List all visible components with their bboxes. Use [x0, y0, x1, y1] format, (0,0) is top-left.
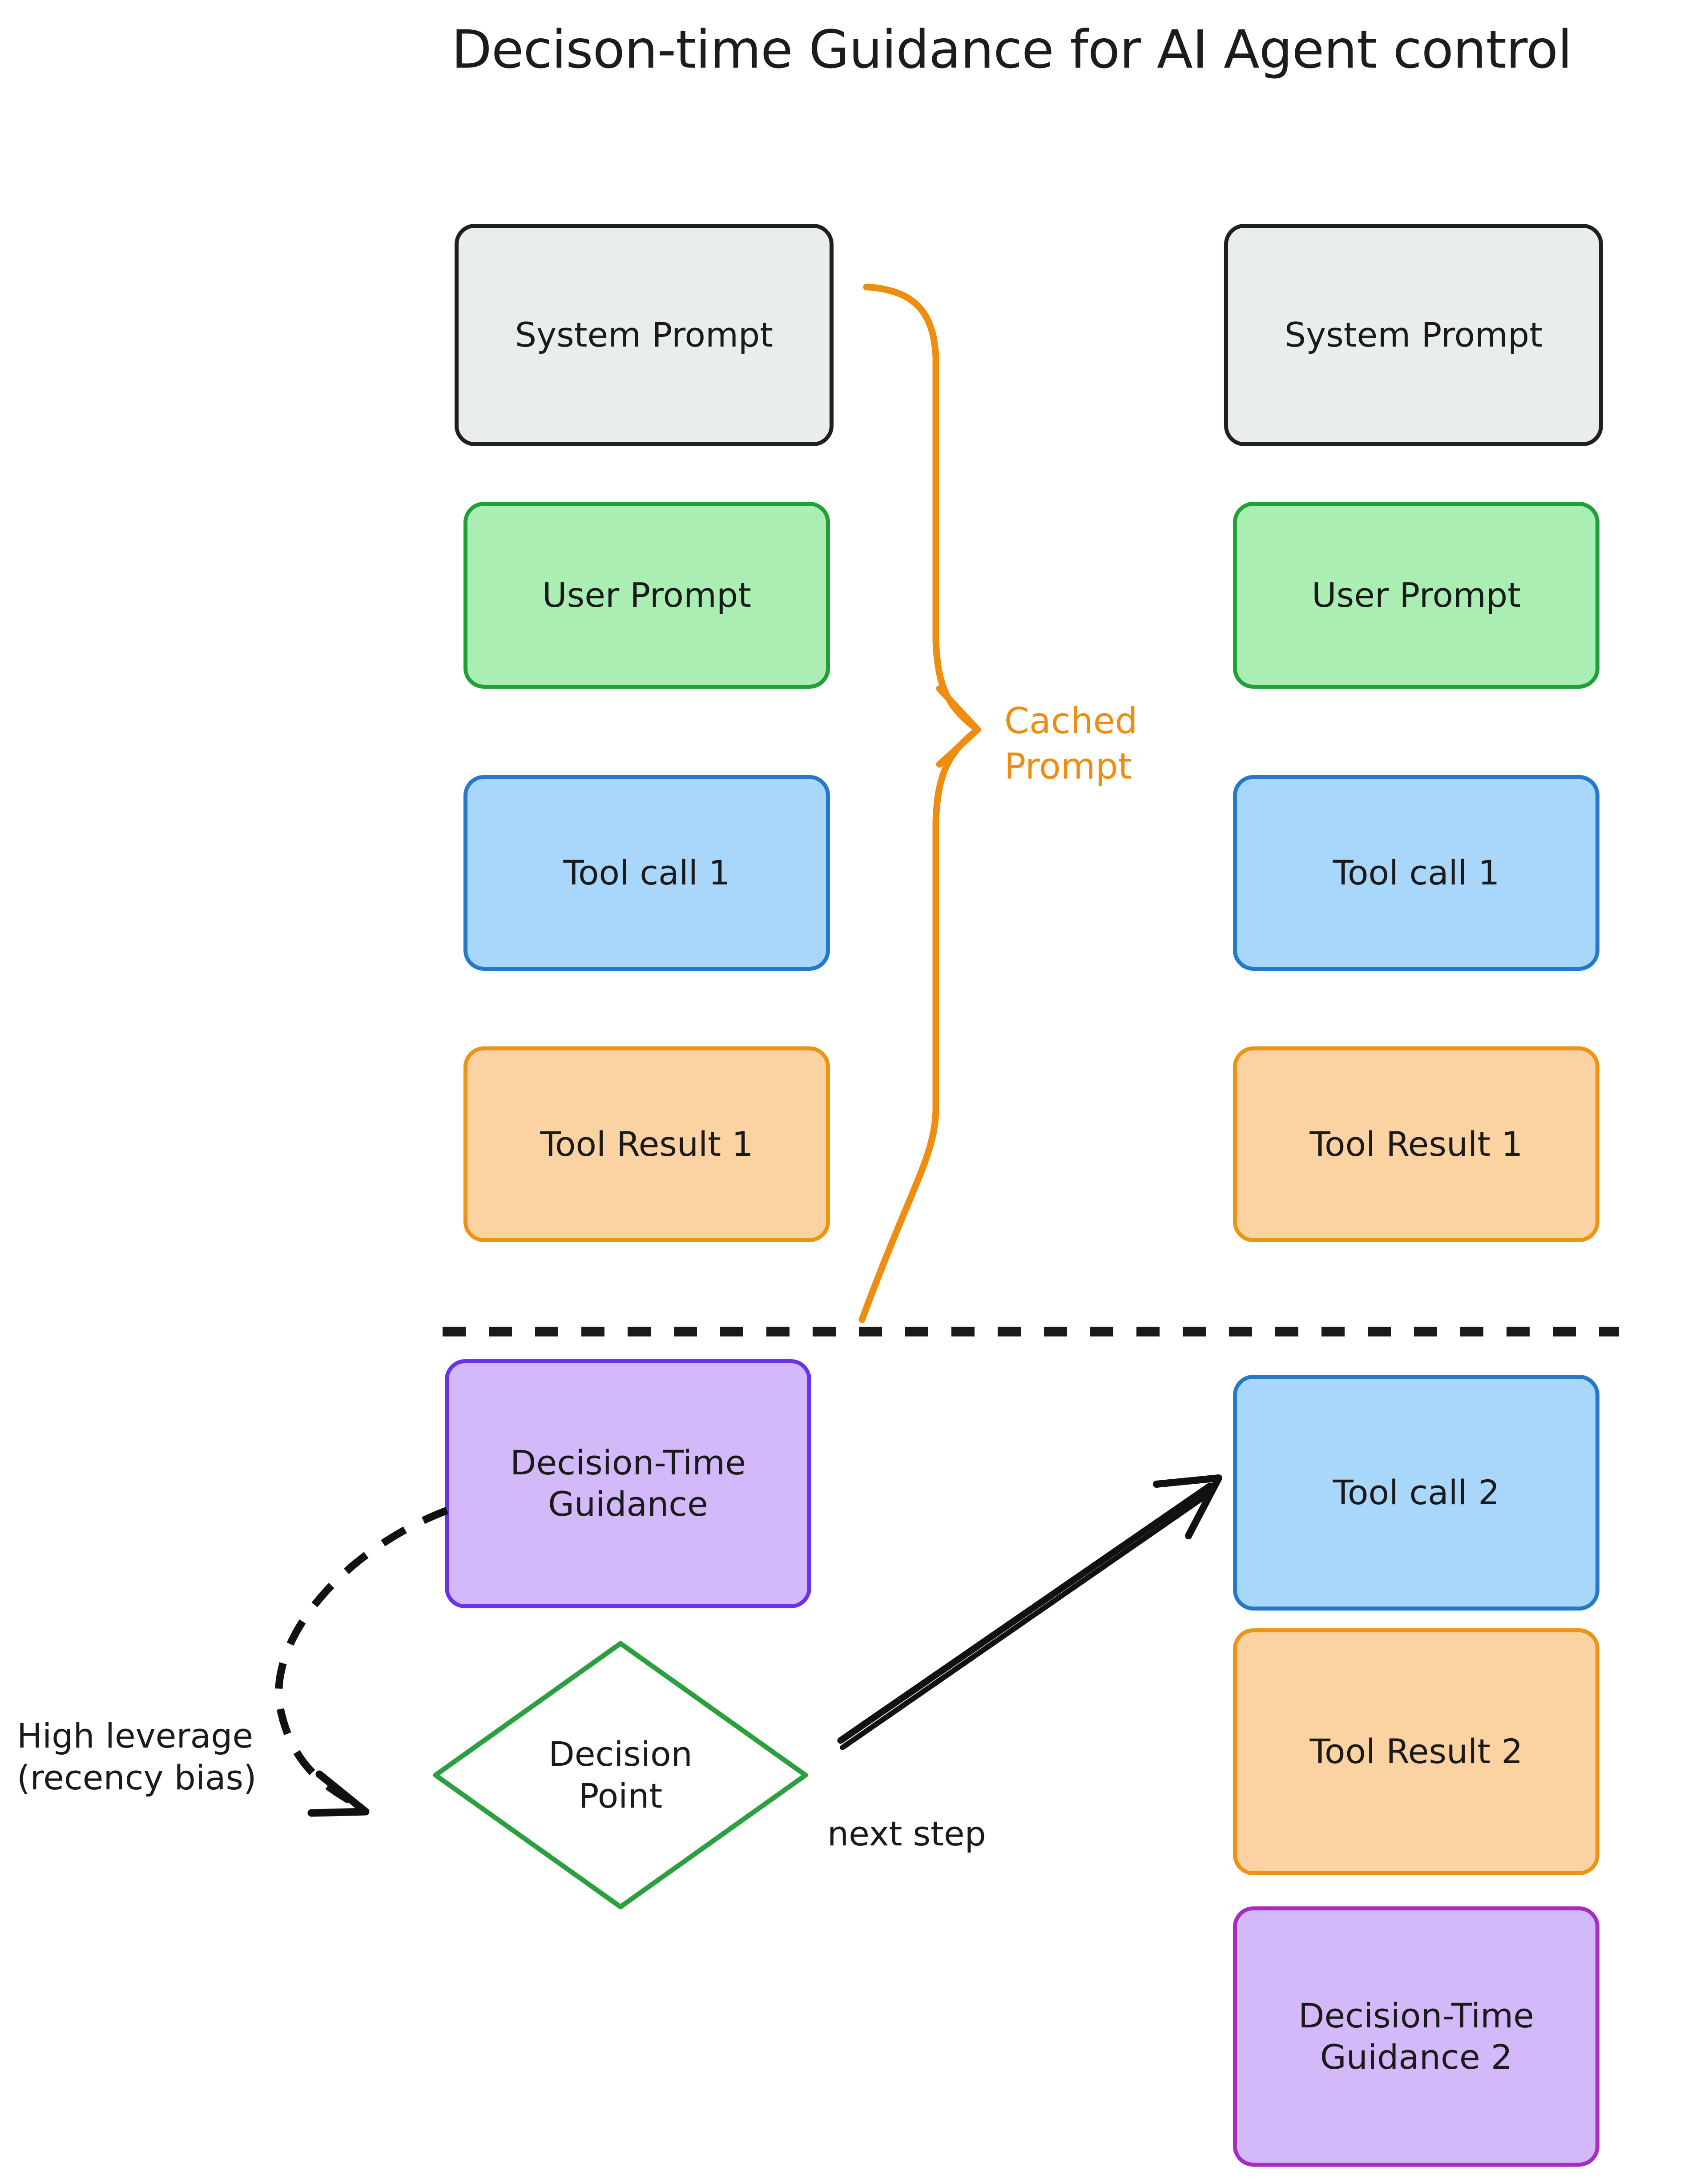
left-node-system-prompt[interactable]: System Prompt [455, 224, 834, 446]
right-node-decision-time-guidance-2[interactable]: Decision-Time Guidance 2 [1233, 1906, 1599, 2167]
high-leverage-label: High leverage (recency bias) [17, 1716, 257, 1798]
right-node-tool-call-2[interactable]: Tool call 2 [1233, 1375, 1599, 1611]
decision-point-label: Decision Point [548, 1734, 693, 1816]
right-node-tool-call-1[interactable]: Tool call 1 [1233, 775, 1599, 971]
cached-prompt-label: Cached Prompt [1004, 700, 1138, 787]
right-node-tool-result-2[interactable]: Tool Result 2 [1233, 1628, 1599, 1875]
left-node-tool-call-1[interactable]: Tool call 1 [463, 775, 830, 971]
right-node-system-prompt[interactable]: System Prompt [1224, 224, 1603, 446]
decision-point-node[interactable]: Decision Point [429, 1637, 812, 1913]
high-leverage-arrow [275, 1507, 449, 1817]
next-step-arrow [837, 1474, 1222, 1750]
cached-prompt-brace [858, 283, 981, 1323]
right-node-tool-result-1[interactable]: Tool Result 1 [1233, 1046, 1599, 1242]
next-step-label: next step [827, 1814, 986, 1853]
left-node-user-prompt[interactable]: User Prompt [463, 502, 830, 689]
page-title: Decison-time Guidance for AI Agent contr… [451, 19, 1572, 80]
right-node-user-prompt[interactable]: User Prompt [1233, 502, 1599, 689]
left-node-tool-result-1[interactable]: Tool Result 1 [463, 1046, 830, 1242]
left-node-decision-time-guidance[interactable]: Decision-Time Guidance [445, 1359, 811, 1608]
